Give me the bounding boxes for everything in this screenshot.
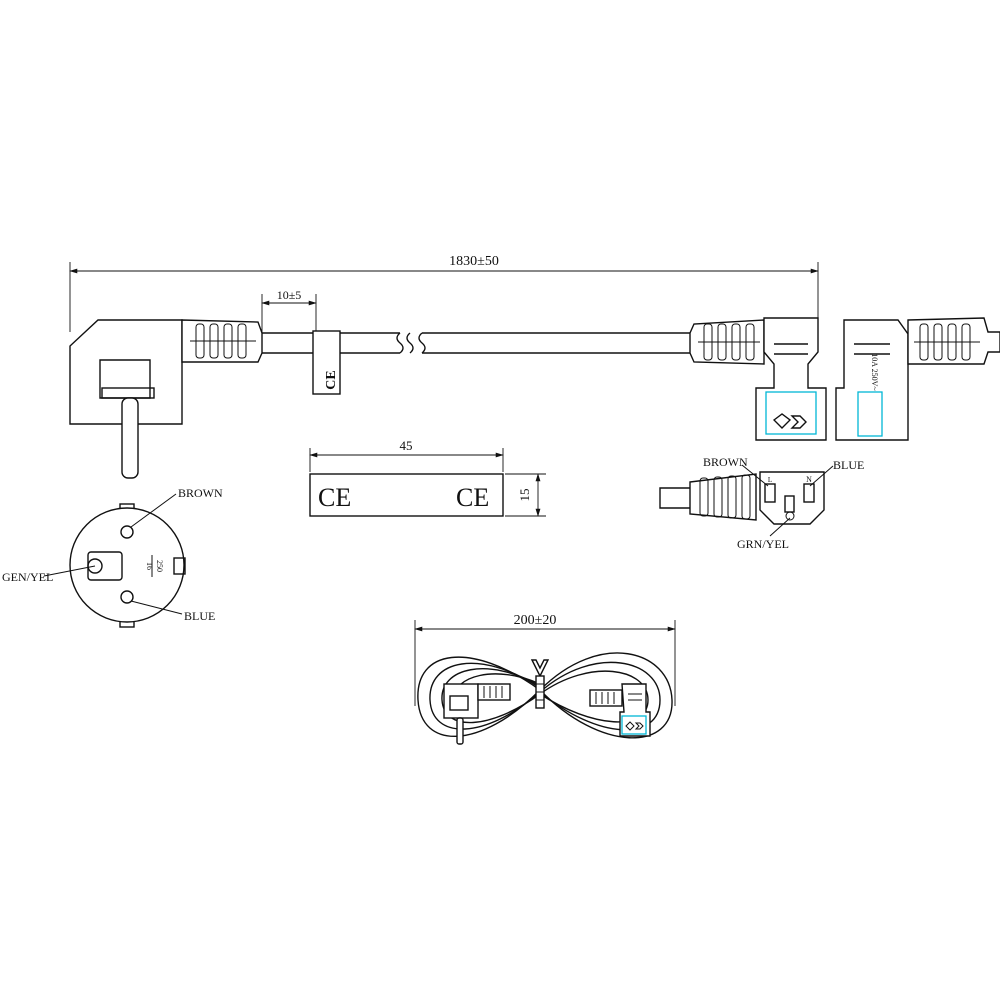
plug-rating-top: 16: [145, 562, 154, 570]
connector-wire-brown: BROWN: [703, 455, 748, 469]
ce-mark-right: CE: [456, 483, 489, 512]
connector-pin-n: N: [806, 475, 812, 484]
c13-connector-face: L N BROWN BLUE GRN/YEL: [659, 455, 864, 551]
cable: [262, 332, 690, 354]
strip-length-label: 10±5: [277, 288, 302, 302]
plug-rating-bottom: 250: [155, 560, 164, 572]
ce-mark-left: CE: [318, 483, 351, 512]
plug-wire-blue: BLUE: [184, 609, 215, 623]
connector-wire-green-yellow: GRN/YEL: [737, 537, 789, 551]
cable-ce-mark: CE: [324, 370, 339, 389]
connector-rating-side: 10A 250V~: [870, 353, 879, 391]
plug-wire-green-yellow: GEN/YEL: [2, 570, 53, 584]
coil-width-dimension: 200±20: [414, 613, 676, 706]
c13-connector-side-view: [689, 317, 827, 441]
schuko-plug-side-view: [69, 319, 263, 479]
label-height-text: 15: [517, 489, 532, 502]
c13-connector-rotated-view: 10A 250V~: [835, 317, 1000, 441]
schuko-plug-face: 16 250 BROWN BLUE GEN/YEL: [2, 486, 223, 628]
total-length-dimension: 1830±50: [69, 254, 819, 332]
total-length-label: 1830±50: [449, 254, 499, 269]
connector-wire-blue: BLUE: [833, 458, 864, 472]
ce-label-dimension: 45 15: [309, 438, 546, 517]
coiled-cord: [417, 652, 673, 745]
cable-ce-flag: CE: [312, 330, 341, 395]
strip-length-dimension: 10±5: [261, 288, 317, 334]
coil-width-label: 200±20: [514, 613, 557, 628]
plug-wire-brown: BROWN: [178, 486, 223, 500]
connector-pin-l: L: [768, 476, 772, 484]
ce-label: CE CE: [309, 473, 504, 517]
label-width-text: 45: [400, 438, 413, 453]
